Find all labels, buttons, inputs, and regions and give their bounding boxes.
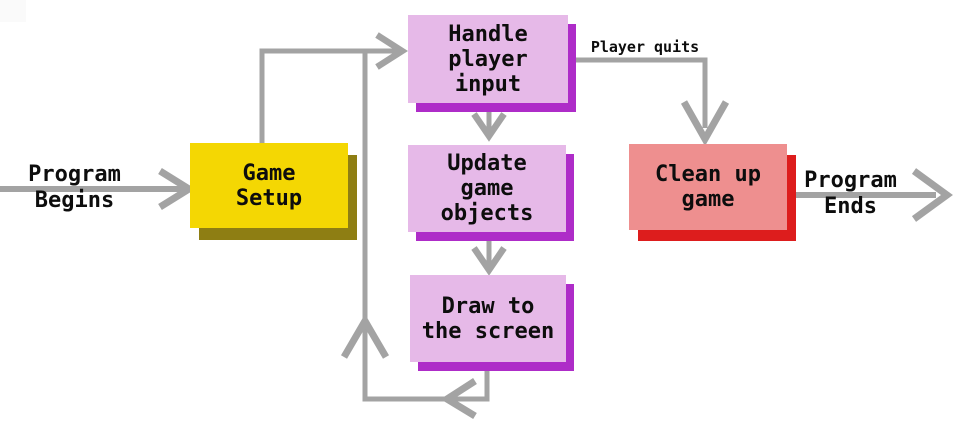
arrowhead-down-icon (471, 112, 507, 142)
node-clean-up-game: Clean up game (629, 144, 787, 230)
arrowhead-right-icon (375, 32, 409, 70)
arrowhead-down-icon (680, 100, 730, 147)
player-quits-edge-label: Player quits (590, 38, 700, 56)
node-handle-player-input: Handle player input (408, 15, 568, 103)
corner-artifact (0, 0, 26, 22)
node-draw-to-the-screen: Draw to the screen (410, 275, 566, 362)
program-begins-label: Program Begins (28, 162, 121, 213)
node-update-game-objects: Update game objects (408, 145, 566, 232)
node-game-setup: Game Setup (190, 143, 348, 228)
connector-setup-to-input (259, 48, 398, 145)
connector-draw-loop-to-input (362, 51, 490, 402)
arrowhead-left-icon (440, 378, 477, 419)
program-ends-label: Program Ends (804, 168, 897, 219)
arrowhead-up-icon (340, 314, 390, 359)
arrowhead-right-icon (158, 168, 196, 210)
connector-input-to-clean (570, 57, 708, 128)
arrowhead-down-icon (471, 246, 507, 276)
arrowhead-right-icon (911, 168, 953, 222)
